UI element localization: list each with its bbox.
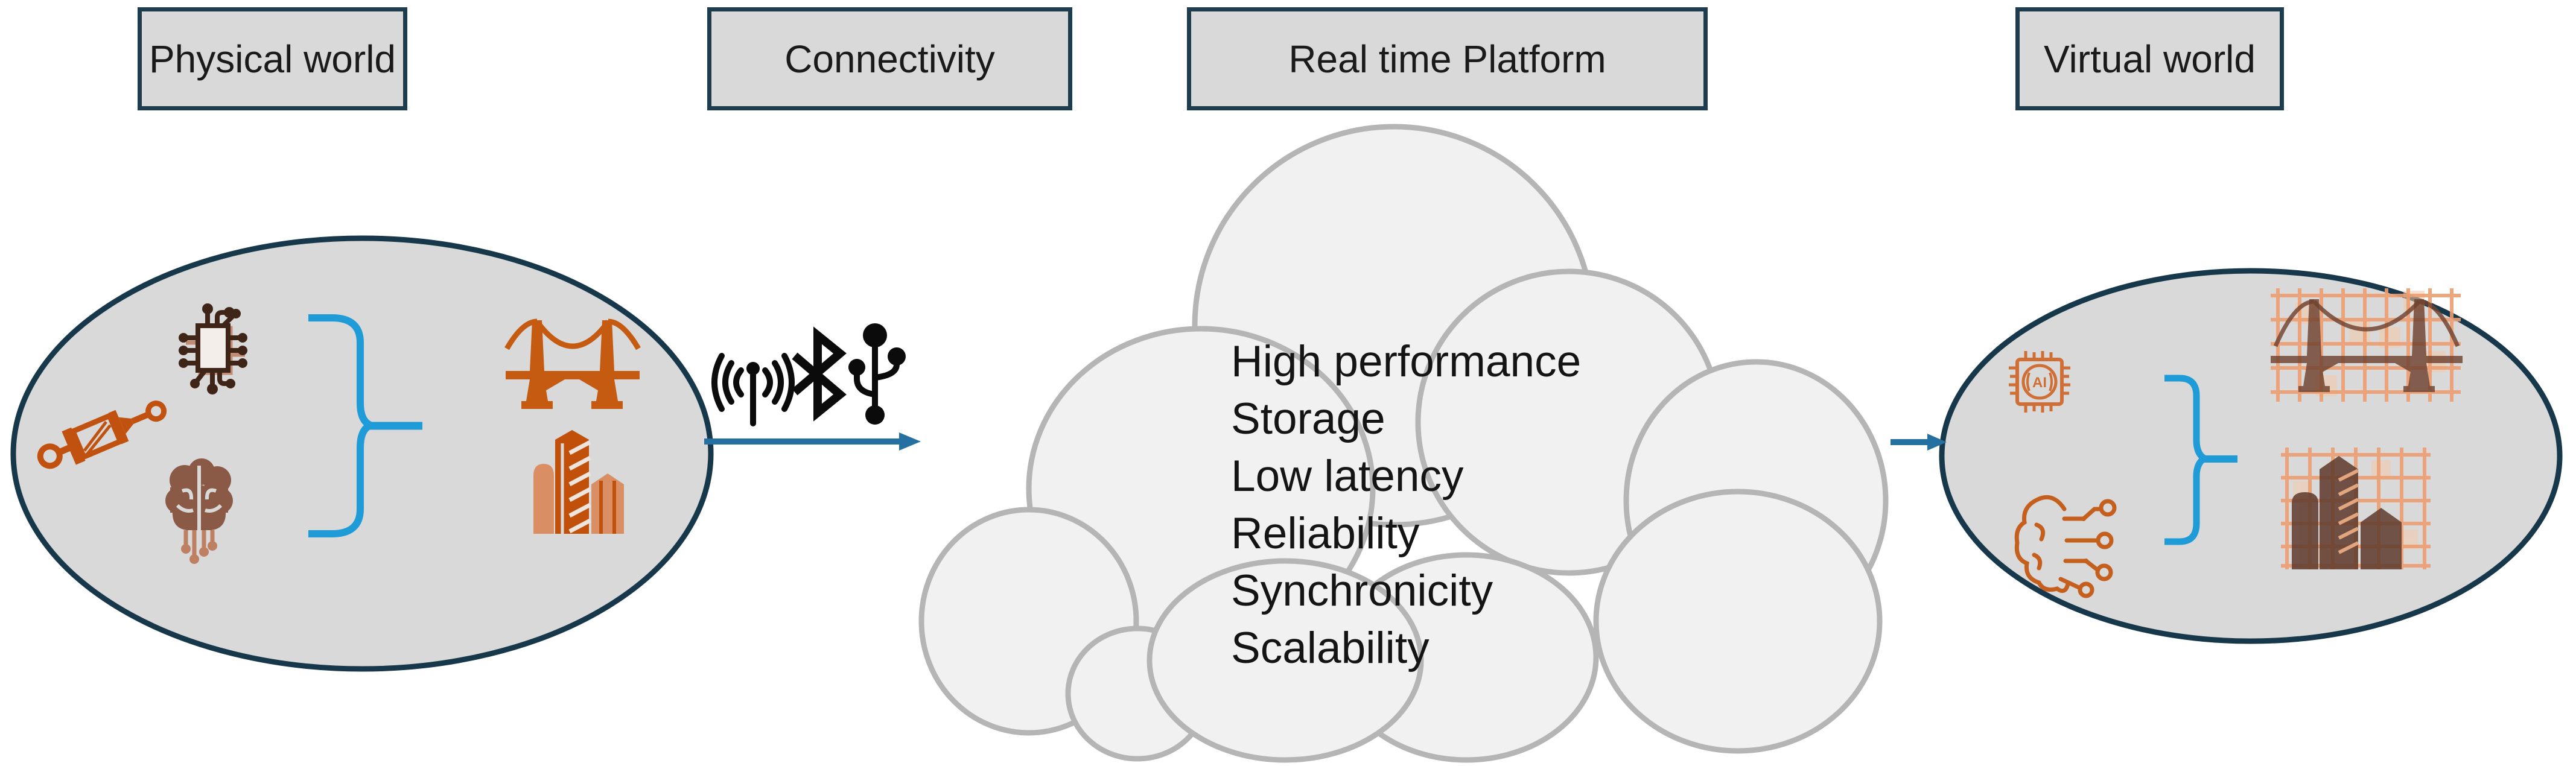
virtual-group-brace xyxy=(2164,375,2237,545)
platform-feature: Storage xyxy=(1231,394,1385,443)
microchip-icon xyxy=(179,303,247,394)
bluetooth-icon xyxy=(792,326,847,422)
connectivity-title: Connectivity xyxy=(784,37,995,81)
wireless-antenna-icon xyxy=(711,353,795,426)
platform-feature-list: High performance Storage Low latency Rel… xyxy=(1231,333,1581,677)
ai-chip-label: AI xyxy=(2032,375,2047,391)
platform-feature: Low latency xyxy=(1231,452,1464,501)
digital-bridge-icon xyxy=(2271,288,2463,402)
physical-world-title: Physical world xyxy=(148,37,396,81)
usb-icon xyxy=(848,323,906,425)
virtual-world-title-box: Virtual world xyxy=(2015,7,2284,110)
platform-feature: Scalability xyxy=(1231,624,1430,673)
arrow-physical-to-cloud xyxy=(704,432,921,451)
connectivity-title-box: Connectivity xyxy=(707,7,1072,110)
arrow-cloud-to-virtual xyxy=(1891,434,1947,451)
platform-feature: High performance xyxy=(1231,337,1582,386)
physical-group-brace xyxy=(308,314,422,537)
realtime-platform-title: Real time Platform xyxy=(1288,37,1606,81)
brain-circuit-icon xyxy=(2014,495,2117,598)
platform-feature: Reliability xyxy=(1231,509,1420,558)
digital-buildings-icon xyxy=(2281,448,2431,569)
cloud-shape xyxy=(918,124,1889,763)
brain-icon xyxy=(165,458,233,564)
virtual-world-title: Virtual world xyxy=(2044,37,2256,81)
physical-world-title-box: Physical world xyxy=(138,7,407,110)
realtime-platform-title-box: Real time Platform xyxy=(1187,7,1708,110)
virtual-world-ellipse xyxy=(1939,268,2563,644)
suspension-bridge-icon xyxy=(504,318,641,409)
buildings-icon xyxy=(533,430,624,534)
actuator-icon xyxy=(37,400,167,469)
ai-chip-icon: AI xyxy=(2009,351,2070,413)
platform-feature: Synchronicity xyxy=(1231,566,1493,615)
